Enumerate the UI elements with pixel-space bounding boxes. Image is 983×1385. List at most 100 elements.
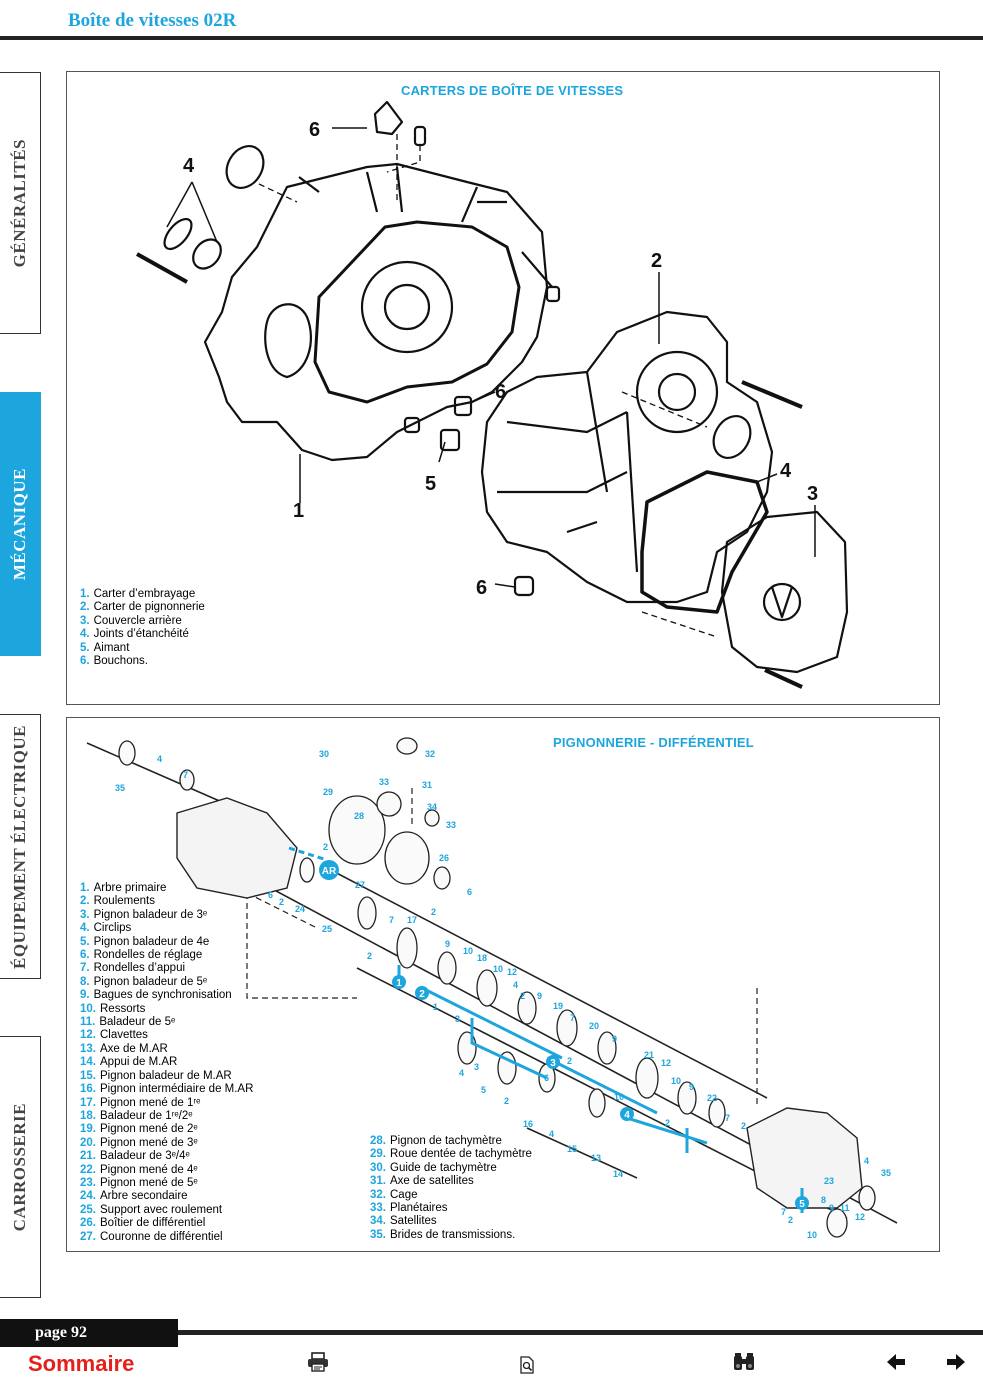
callout-number: 9 bbox=[829, 1203, 834, 1213]
panel-carters: CARTERS DE BOÎTE DE VITESSES bbox=[66, 71, 940, 705]
legend-item: 4.Joints d’étanchéité bbox=[80, 628, 189, 641]
callout-number: 2 bbox=[665, 1118, 670, 1128]
panel-carters-title: CARTERS DE BOÎTE DE VITESSES bbox=[401, 83, 624, 98]
legend-item: 6.Rondelles de réglage bbox=[80, 949, 203, 962]
callout-number: 1 bbox=[293, 500, 304, 522]
legend-item: 3.Couvercle arrière bbox=[80, 614, 182, 627]
callout-number: 4 bbox=[157, 754, 162, 764]
callout-number: 2 bbox=[788, 1215, 793, 1225]
legend-item: 24.Arbre secondaire bbox=[80, 1190, 188, 1203]
callout-number: 19 bbox=[553, 1001, 563, 1011]
callout-number: 10 bbox=[671, 1076, 681, 1086]
legend-item: 11.Baladeur de 5ᵉ bbox=[80, 1016, 176, 1029]
callout-number: 2 bbox=[279, 897, 284, 907]
callout-number: 34 bbox=[427, 802, 437, 812]
arrow-right-icon[interactable] bbox=[945, 1352, 967, 1378]
callout-number: 3 bbox=[455, 1014, 460, 1024]
legend-item: 1.Carter d’embrayage bbox=[80, 588, 196, 600]
legend-item: 6.Bouchons. bbox=[80, 655, 148, 668]
callout-number: 10 bbox=[463, 946, 473, 956]
callout-number: 13 bbox=[591, 1153, 601, 1163]
legend-item: 9.Bagues de synchronisation bbox=[80, 989, 232, 1002]
panel-pignonnerie-legend-left: 1.Arbre primaire 2.Roulements 3.Pignon b… bbox=[80, 882, 253, 1244]
side-tab-label: MÉCANIQUE bbox=[10, 467, 29, 581]
document-zoom-icon[interactable] bbox=[519, 1356, 535, 1380]
footer-rule bbox=[178, 1330, 983, 1335]
callout-number: 9 bbox=[689, 1082, 694, 1092]
callout-number: 12 bbox=[855, 1212, 865, 1222]
side-tab-label: ÉQUIPEMENT ÉLECTRIQUE bbox=[10, 724, 29, 969]
step-marker: 3 bbox=[550, 1058, 556, 1069]
callout-number: 10 bbox=[807, 1230, 817, 1240]
callout-number: 8 bbox=[821, 1195, 826, 1205]
callout-number: 9 bbox=[445, 939, 450, 949]
callout-number: 17 bbox=[407, 915, 417, 925]
legend-item: 12.Clavettes bbox=[80, 1029, 148, 1042]
legend-item: 16.Pignon intermédiaire de M.AR bbox=[80, 1083, 254, 1096]
legend-item: 4.Circlips bbox=[80, 922, 132, 935]
callout-number: 9 bbox=[537, 991, 542, 1001]
callout-number: 16 bbox=[523, 1119, 533, 1129]
callout-number: 2 bbox=[504, 1096, 509, 1106]
carters-exploded-diagram: 1 2 3 4 4 5 6 6 6 bbox=[136, 100, 849, 689]
callout-number: 4 bbox=[513, 980, 518, 990]
side-tab-generalites[interactable]: GÉNÉRALITÉS bbox=[0, 72, 41, 334]
callout-number: 6 bbox=[467, 887, 472, 897]
legend-item: 30.Guide de tachymètre bbox=[370, 1161, 497, 1174]
legend-item: 2.Roulements bbox=[80, 895, 155, 908]
binoculars-icon[interactable] bbox=[732, 1352, 756, 1378]
page-header-title: Boîte de vitesses 02R bbox=[68, 10, 237, 31]
panel-pignonnerie: PIGNONNERIE - DIFFÉRENTIEL bbox=[66, 717, 940, 1252]
legend-item: 3.Pignon baladeur de 3ᵉ bbox=[80, 908, 208, 921]
callout-number: 3 bbox=[807, 483, 818, 505]
legend-item: 21.Baladeur de 3ᵉ/4ᵉ bbox=[80, 1150, 190, 1163]
side-tab-mecanique[interactable]: MÉCANIQUE bbox=[0, 392, 41, 656]
callout-number: 2 bbox=[323, 842, 328, 852]
callout-number: 10 bbox=[493, 964, 503, 974]
legend-item: 20.Pignon mené de 3ᵉ bbox=[80, 1136, 198, 1149]
callout-number: 15 bbox=[567, 1144, 577, 1154]
callout-number: 2 bbox=[651, 250, 662, 272]
side-tab-equipement-electrique[interactable]: ÉQUIPEMENT ÉLECTRIQUE bbox=[0, 714, 41, 979]
callout-number: 33 bbox=[379, 777, 389, 787]
printer-icon[interactable] bbox=[307, 1352, 329, 1378]
callout-number: 24 bbox=[295, 904, 305, 914]
callout-number: 2 bbox=[567, 1056, 572, 1066]
callout-number: 18 bbox=[477, 953, 487, 963]
callout-number: 6 bbox=[268, 890, 273, 900]
callout-number: 7 bbox=[725, 1113, 730, 1123]
legend-item: 5.Pignon baladeur de 4e bbox=[80, 935, 210, 948]
step-marker: 5 bbox=[799, 1199, 805, 1210]
reverse-gear-label: AR bbox=[322, 866, 337, 877]
legend-item: 26.Boîtier de différentiel bbox=[80, 1217, 206, 1230]
callout-number: 5 bbox=[425, 473, 436, 495]
legend-item: 13.Axe de M.AR bbox=[80, 1042, 168, 1055]
sommaire-link[interactable]: Sommaire bbox=[28, 1351, 135, 1376]
legend-item: 7.Rondelles d’appui bbox=[80, 962, 186, 975]
arrow-left-icon[interactable] bbox=[885, 1352, 907, 1378]
callout-number: 31 bbox=[422, 780, 432, 790]
callout-number: 2 bbox=[520, 991, 525, 1001]
legend-item: 15.Pignon baladeur de M.AR bbox=[80, 1069, 232, 1082]
callout-number: 1 bbox=[433, 1002, 438, 1012]
gearbox-exploded-diagram: AR 1 2 3 4 5 4 7 35 30 32 33 31 29 34 33… bbox=[86, 737, 898, 1240]
legend-item: 29.Roue dentée de tachymètre bbox=[370, 1148, 532, 1161]
callout-number: 32 bbox=[425, 749, 435, 759]
legend-item: 17.Pignon mené de 1ʳᵉ bbox=[80, 1096, 201, 1109]
side-tab-label: CARROSSERIE bbox=[10, 1102, 29, 1232]
callout-number: 4 bbox=[183, 155, 195, 177]
callout-number: 7 bbox=[570, 1013, 575, 1023]
callout-number: 2 bbox=[741, 1121, 746, 1131]
legend-item: 2.Carter de pignonnerie bbox=[80, 601, 205, 614]
legend-item: 1.Arbre primaire bbox=[80, 882, 167, 894]
legend-item: 33.Planétaires bbox=[370, 1202, 448, 1215]
callout-number: 7 bbox=[183, 770, 188, 780]
legend-item: 14.Appui de M.AR bbox=[80, 1056, 178, 1069]
callout-number: 4 bbox=[549, 1129, 554, 1139]
reverse-gear-badge bbox=[319, 860, 339, 880]
side-tab-carrosserie[interactable]: CARROSSERIE bbox=[0, 1036, 41, 1298]
callout-number: 6 bbox=[544, 1073, 549, 1083]
callout-number: 3 bbox=[474, 1062, 479, 1072]
callout-number: 28 bbox=[354, 811, 364, 821]
callout-number: 27 bbox=[355, 880, 365, 890]
